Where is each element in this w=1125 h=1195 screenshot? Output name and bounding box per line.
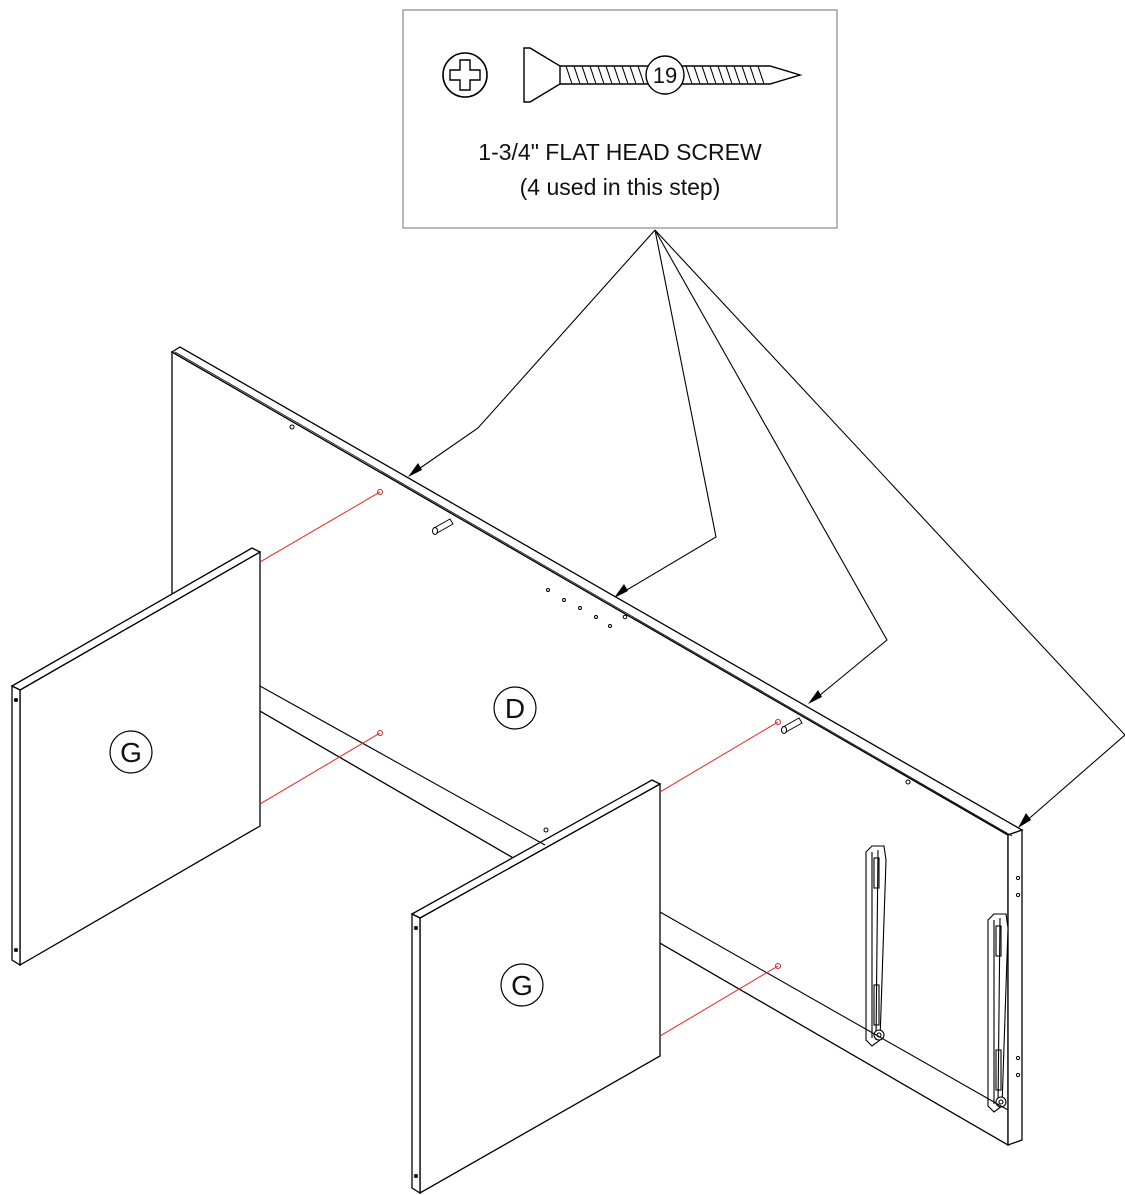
flat-head-screw-icon [523,47,803,103]
leader-arrow-1 [412,229,656,474]
leader-arrow-3 [654,229,888,701]
leader-lines [412,229,1125,824]
drawer-slide-left [865,845,887,1047]
dowel-pins [432,518,803,734]
back-panel-d [170,346,1024,1147]
screw-name: 1-3/4" FLAT HEAD SCREW [478,139,762,165]
part-number: 19 [653,63,677,88]
screw-quantity-note: (4 used in this step) [520,174,721,200]
guide-line-2 [259,732,381,805]
callout-box [402,9,838,229]
guide-line-4 [659,965,779,1037]
back-panel-label-badge [493,686,537,730]
left-panel-label: G [120,737,142,768]
right-panel-label-badge [500,963,544,1007]
hardware-callout: 19 1-3/4" FLAT HEAD SCREW (4 used in thi… [402,9,838,229]
part-number-circle [645,55,685,95]
drawer-slide-right [987,913,1009,1113]
leader-arrow-2 [619,229,717,595]
guide-line-1 [259,491,381,563]
guide-line-3 [659,721,779,793]
arrowheads [408,463,1031,828]
back-panel-label: D [505,693,525,724]
left-panel-label-badge [109,730,153,774]
leader-arrow-4 [654,229,1125,824]
phillips-drive-icon [442,52,488,98]
dowel-right [781,717,803,734]
panel-d-bottom-edge [259,685,1009,1111]
dowel-left [432,518,454,535]
alignment-guides [259,491,779,1037]
right-panel-label: G [511,970,533,1001]
